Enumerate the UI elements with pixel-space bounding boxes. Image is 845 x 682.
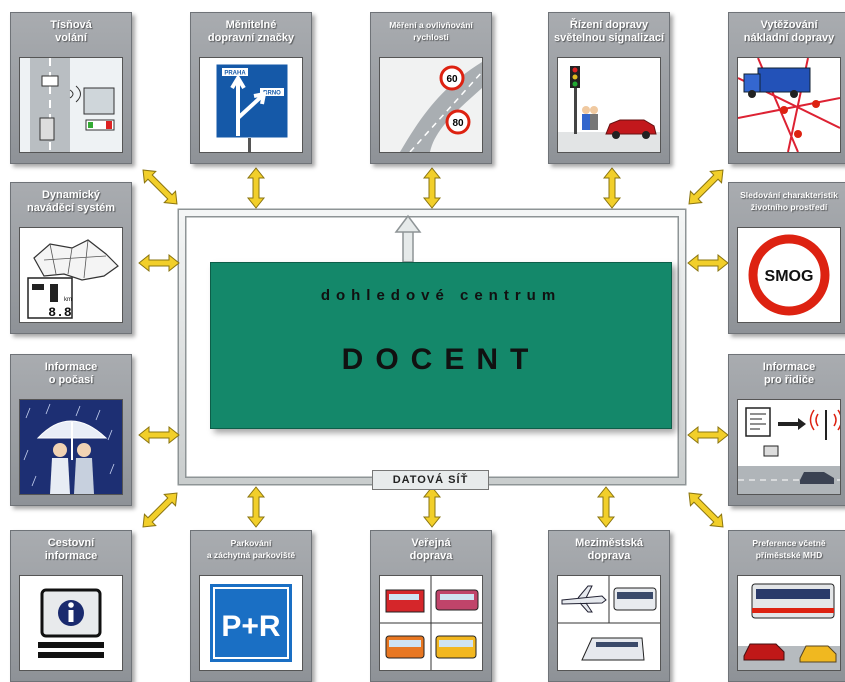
arrow-speed bbox=[422, 167, 442, 209]
arrow-trucks bbox=[688, 169, 724, 205]
arrow-intercity bbox=[596, 486, 616, 528]
tile-weather-title: Informace o počasí bbox=[44, 361, 98, 386]
tile-intercity: Meziměstská doprava bbox=[548, 530, 670, 682]
tile-weather: Informace o počasí bbox=[10, 354, 132, 506]
arrow-travel bbox=[142, 492, 178, 528]
tile-trucks: Vytěžování nákladní dopravy bbox=[728, 12, 845, 164]
smog-picture: SMOG bbox=[737, 227, 841, 323]
guidance-display-unit: km bbox=[64, 297, 72, 303]
sign-text-right: BRNO bbox=[263, 91, 281, 97]
arrow-weather bbox=[138, 425, 180, 445]
public-transport-picture bbox=[379, 575, 483, 671]
arrow-signals bbox=[602, 167, 622, 209]
traffic-signal-picture bbox=[557, 57, 661, 153]
tile-environment-title: Sledování charakteristik životního prost… bbox=[740, 190, 838, 212]
center-subtitle: dohledové centrum bbox=[320, 287, 562, 304]
tile-intercity-title: Meziměstská doprava bbox=[575, 537, 643, 562]
emergency-call-picture bbox=[19, 57, 123, 153]
center-title: DOCENT bbox=[341, 343, 541, 376]
tile-preference: Preference včetně příměstské MHD bbox=[728, 530, 845, 682]
tile-travel: Cestovní informace bbox=[10, 530, 132, 682]
tile-signs-title: Měnitelné dopravní značky bbox=[207, 19, 295, 44]
driver-info-picture bbox=[737, 399, 841, 495]
tile-driver-title: Informace pro řidiče bbox=[762, 361, 816, 386]
guidance-display-value: 8.8 bbox=[48, 305, 72, 320]
weather-picture bbox=[19, 399, 123, 495]
intercity-transport-picture bbox=[557, 575, 661, 671]
tile-guidance: Dynamický naváděcí systém 8.8 km bbox=[10, 182, 132, 334]
arrow-parking bbox=[246, 486, 266, 528]
docent-center-box: dohledové centrum DOCENT bbox=[210, 262, 672, 429]
park-and-ride-sign-text: P+R bbox=[221, 610, 281, 643]
tile-signals-title: Řízení dopravy světelnou signalizací bbox=[553, 19, 665, 44]
bus-preference-picture bbox=[737, 575, 841, 671]
arrow-preference bbox=[688, 492, 724, 528]
tile-travel-title: Cestovní informace bbox=[44, 537, 98, 562]
speed-picture: 60 80 bbox=[379, 57, 483, 153]
tile-signs: Měnitelné dopravní značky PRAHA BRNO bbox=[190, 12, 312, 164]
tile-parking: Parkování a záchytná parkoviště P+R bbox=[190, 530, 312, 682]
arrow-environment bbox=[687, 253, 729, 273]
arrow-emergency bbox=[142, 169, 178, 205]
tile-driver: Informace pro řidiče bbox=[728, 354, 845, 506]
tile-trucks-title: Vytěžování nákladní dopravy bbox=[743, 19, 835, 44]
variable-sign-picture: PRAHA BRNO bbox=[199, 57, 303, 153]
tile-signals: Řízení dopravy světelnou signalizací bbox=[548, 12, 670, 164]
tile-emergency-title: Tísňová volání bbox=[50, 19, 92, 44]
speed-limit-60: 60 bbox=[446, 74, 458, 85]
tile-public: Veřejná doprava bbox=[370, 530, 492, 682]
arrow-public bbox=[422, 486, 442, 528]
network-label: DATOVÁ SÍŤ bbox=[372, 470, 489, 490]
travel-info-picture bbox=[19, 575, 123, 671]
sign-text-top: PRAHA bbox=[224, 71, 246, 77]
tile-speed: Měření a ovlivňování rychlosti 60 80 bbox=[370, 12, 492, 164]
smog-sign-text: SMOG bbox=[765, 268, 814, 285]
park-and-ride-picture: P+R bbox=[199, 575, 303, 671]
arrow-driver bbox=[687, 425, 729, 445]
tile-public-title: Veřejná doprava bbox=[409, 537, 453, 562]
freight-picture bbox=[737, 57, 841, 153]
tile-speed-title: Měření a ovlivňování rychlosti bbox=[389, 20, 473, 42]
tile-parking-title: Parkování a záchytná parkoviště bbox=[206, 538, 296, 560]
tile-environment: Sledování charakteristik životního prost… bbox=[728, 182, 845, 334]
center-up-arrow bbox=[394, 214, 422, 263]
speed-limit-80: 80 bbox=[452, 118, 464, 129]
arrow-signs bbox=[246, 167, 266, 209]
tile-guidance-title: Dynamický naváděcí systém bbox=[26, 189, 116, 214]
tile-preference-title: Preference včetně příměstské MHD bbox=[752, 538, 826, 560]
guidance-picture: 8.8 km bbox=[19, 227, 123, 323]
arrow-guidance bbox=[138, 253, 180, 273]
tile-emergency: Tísňová volání bbox=[10, 12, 132, 164]
